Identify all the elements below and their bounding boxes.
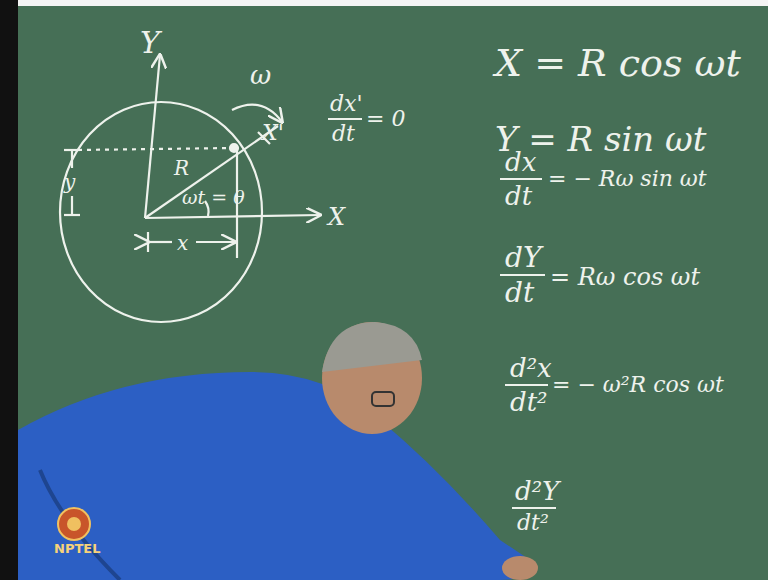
equation: X = R cos ωt xyxy=(495,44,741,82)
equation-term: dx' xyxy=(330,93,363,115)
equation-term: d²Y xyxy=(515,478,559,504)
equation-term: dt xyxy=(505,183,532,209)
fraction-bar xyxy=(512,507,556,509)
dotted-line xyxy=(78,148,234,150)
point-label: X' xyxy=(262,122,284,144)
fraction-bar xyxy=(328,118,362,120)
angular-velocity: ω xyxy=(250,62,271,88)
x-dimension xyxy=(196,241,235,243)
equation-term: = 0 xyxy=(366,108,405,130)
point xyxy=(230,144,238,152)
equation-term: dx xyxy=(505,149,536,175)
equation-term: dt² xyxy=(517,512,549,534)
radius-label: R xyxy=(174,158,189,178)
head xyxy=(322,322,422,434)
hand xyxy=(502,556,538,580)
shirt xyxy=(18,372,531,580)
axis-label: Y xyxy=(140,28,160,58)
x-axis xyxy=(145,215,320,218)
rotation-arrow xyxy=(232,105,282,122)
equation-term: dt xyxy=(332,123,355,145)
equation-term: = Rω cos ωt xyxy=(550,265,700,289)
x-dimension xyxy=(148,241,172,243)
logo-emblem xyxy=(67,517,81,531)
logo xyxy=(58,508,90,540)
glasses xyxy=(372,392,394,406)
dimension-label: y xyxy=(64,172,75,192)
equation-term: = − ω²R cos ωt xyxy=(552,374,724,396)
lecturer xyxy=(18,322,538,580)
y-dimension xyxy=(71,150,73,168)
fraction-bar xyxy=(500,274,545,276)
top-edge xyxy=(0,0,768,6)
equation-term: dY xyxy=(505,244,541,272)
equation-term: d²x xyxy=(510,355,552,381)
fraction-bar xyxy=(505,384,548,386)
hair xyxy=(322,322,422,372)
circle xyxy=(60,102,262,322)
radius-line xyxy=(145,126,278,218)
fraction-bar xyxy=(500,178,542,180)
angle-label: ωt = θ xyxy=(182,188,245,207)
y-dimension xyxy=(71,196,73,215)
equation-term: dt² xyxy=(510,389,548,415)
equation-term: = − Rω sin ωt xyxy=(548,168,707,190)
logo-emblem xyxy=(58,508,90,540)
equation-term: dt xyxy=(505,279,534,307)
axis-label: X xyxy=(328,205,345,229)
y-dimension xyxy=(64,149,80,151)
y-axis xyxy=(145,55,160,218)
shirt-fold xyxy=(40,470,120,580)
logo-text: NPTEL xyxy=(54,542,100,555)
y-dimension xyxy=(64,214,80,216)
x-dimension xyxy=(147,232,149,252)
left-edge xyxy=(0,0,18,580)
dimension-label: x xyxy=(177,233,188,253)
